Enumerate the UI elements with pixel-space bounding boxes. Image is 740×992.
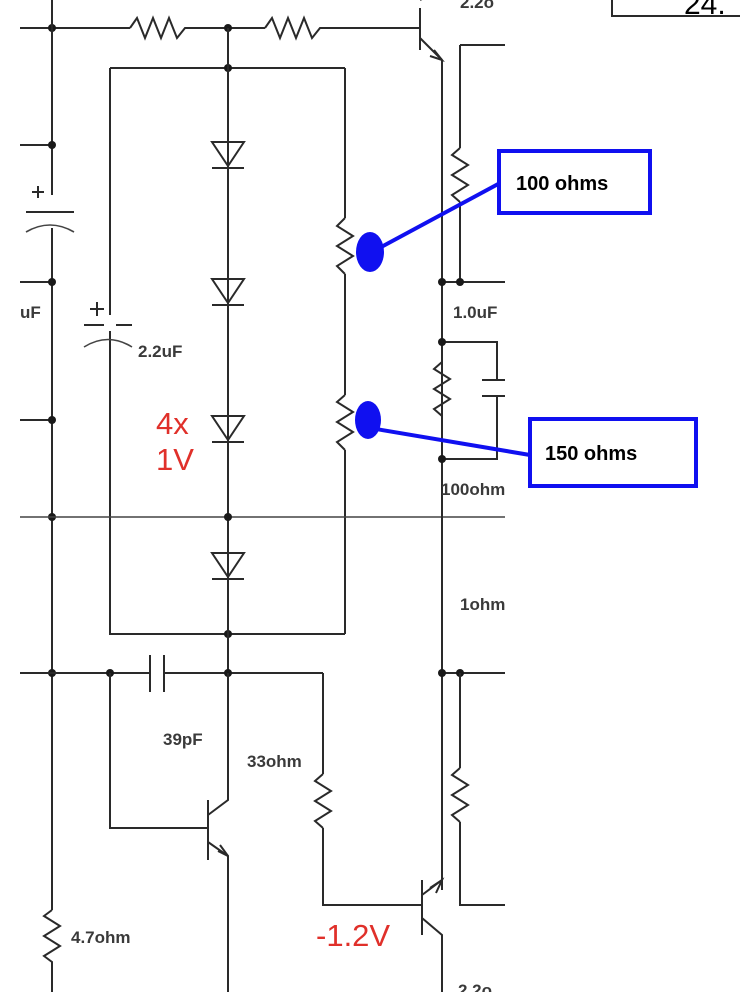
capacitor-39pF-label: 39pF	[163, 730, 203, 749]
diode-4	[210, 552, 246, 580]
resistor-top-right	[264, 15, 420, 41]
output-stage	[432, 44, 505, 906]
diode-2	[210, 278, 246, 306]
diode-voltage-label: 1V	[156, 442, 194, 477]
resistor-33ohm	[313, 773, 333, 829]
diode-count-label: 4x	[156, 406, 189, 441]
resistor-100ohm	[335, 217, 355, 275]
left-rail	[20, 0, 62, 992]
callout-upper: 100 ohms	[356, 149, 652, 272]
top-right-resistor-label: 2.2o	[460, 0, 494, 12]
resistor-47ohm	[42, 909, 62, 992]
resistor-150ohm	[335, 394, 355, 451]
top-value-text: 24.	[684, 0, 726, 21]
transistor-top: 2.2o	[419, 0, 494, 63]
diode-3	[210, 415, 246, 443]
resistor-one-label: 1ohm	[460, 595, 505, 614]
negative-voltage-label: -1.2V	[316, 918, 390, 953]
bottom-right-resistor-label: 2.2o	[458, 981, 492, 992]
diode-1	[210, 141, 246, 169]
callout-upper-text: 100 ohms	[516, 173, 608, 195]
callout-lower-text: 150 ohms	[545, 443, 637, 465]
callout-lower: 150 ohms	[355, 401, 698, 488]
resistor-bottom-right-emitter	[450, 767, 470, 823]
resistor-top-left	[129, 15, 265, 41]
resistor-right-label: 100ohm	[441, 480, 505, 499]
top-rail	[20, 15, 420, 41]
capacitor-right-label: 1.0uF	[453, 303, 497, 322]
capacitor-2-2uF-label: 2.2uF	[138, 342, 182, 361]
capacitor-2-2uF	[83, 302, 133, 348]
resistor-100ohm-right	[432, 361, 452, 417]
top-value-box: 24.	[611, 0, 740, 21]
resistor-47ohm-label: 4.7ohm	[71, 928, 131, 947]
lower-section	[20, 655, 445, 992]
capacitor-left	[25, 186, 75, 233]
resistor-33ohm-label: 33ohm	[247, 752, 302, 771]
resistor-top-right-emitter	[450, 147, 470, 203]
diode-string	[210, 28, 246, 672]
capacitor-left-label: uF	[20, 303, 41, 322]
